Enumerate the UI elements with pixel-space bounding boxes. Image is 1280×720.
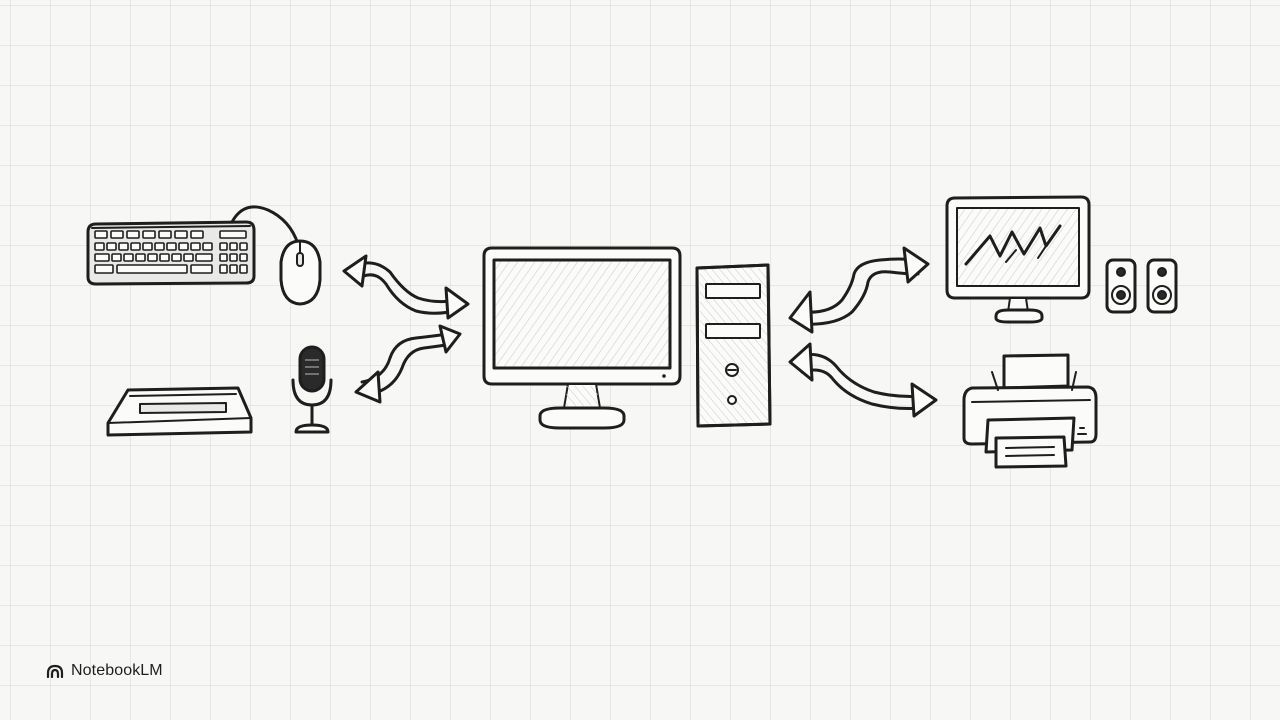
- printer-icon: [962, 353, 1098, 469]
- system-unit-tower-icon: [695, 263, 772, 428]
- microphone-icon: [291, 345, 333, 434]
- monitor-icon: [482, 246, 682, 430]
- arrow-input-bottom: [354, 324, 462, 404]
- monitor-output-icon: [945, 195, 1091, 324]
- brand-name: NotebookLM: [71, 662, 163, 679]
- arrow-output-bottom: [788, 342, 938, 418]
- scanner-icon: [106, 386, 253, 437]
- notebooklm-brand: NotebookLM: [46, 660, 163, 682]
- speakers-icon: [1105, 258, 1178, 314]
- notebooklm-logo-icon: [46, 664, 64, 678]
- mouse-icon: [230, 205, 322, 306]
- arrow-input-top: [342, 254, 470, 320]
- arrow-output-top: [788, 246, 930, 334]
- keyboard-icon: [86, 220, 256, 286]
